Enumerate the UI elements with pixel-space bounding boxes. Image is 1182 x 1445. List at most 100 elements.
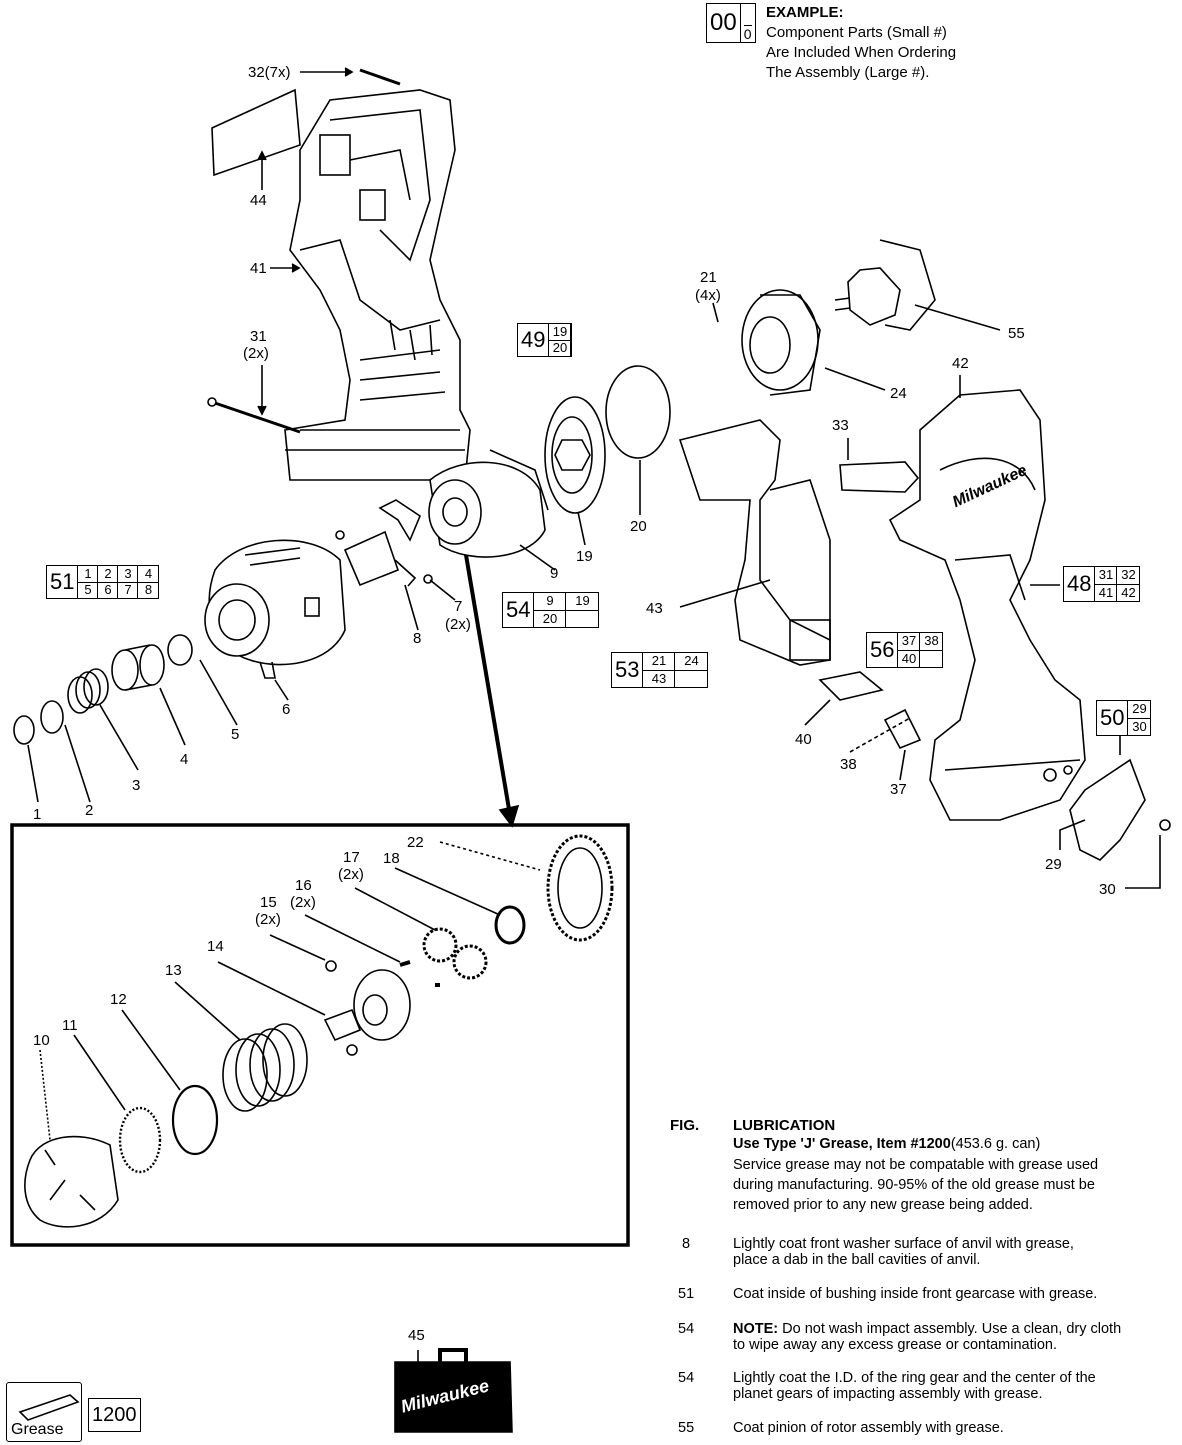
pin-16 (399, 960, 440, 987)
washer-12 (171, 1084, 219, 1156)
example-line-2: Are Included When Ordering (766, 44, 957, 61)
callout-3: 3 (132, 777, 141, 794)
example-component-number: 0 (743, 25, 752, 42)
belt-clip (1069, 758, 1146, 861)
assembly-54-number: 54 (503, 593, 535, 627)
hammer-10 (24, 1135, 119, 1228)
lube-use-type-line: Use Type 'J' Grease, Item #1200(453.6 g.… (733, 1136, 1040, 1153)
callout-10: 10 (33, 1032, 50, 1049)
label-sheet-part (211, 88, 301, 177)
assembly-51-part: 5 (78, 582, 99, 598)
assembly-56-number: 56 (867, 633, 899, 667)
ball-15 (325, 960, 337, 972)
example-title: EXAMPLE: (766, 4, 844, 21)
ball-bearings (118, 1106, 162, 1174)
assembly-54-part: 9 (534, 593, 567, 611)
grease-tube-icon (18, 1394, 80, 1421)
lube-note-fig: 51 (678, 1286, 695, 1302)
assembly-51-part: 6 (98, 582, 119, 598)
callout-44: 44 (250, 192, 267, 209)
assembly-51-part: 4 (138, 566, 159, 583)
callout-16-qty: (2x) (290, 894, 316, 911)
lube-note-text: Do not wash impact assembly. Use a clean… (778, 1321, 1122, 1337)
spring-3 (67, 668, 109, 714)
assembly-box-50: 50 29 30 (1096, 700, 1152, 736)
carrier-14 (323, 969, 411, 1042)
clip-screw (1159, 819, 1171, 831)
lube-note-fig: 54 (678, 1370, 695, 1386)
part-37 (883, 708, 922, 750)
callout-31: 31 (250, 328, 267, 345)
assembly-56-part: 37 (898, 633, 921, 651)
callout-7-qty: (2x) (445, 616, 471, 633)
front-gearcase (204, 539, 346, 679)
lube-note-fig: 8 (682, 1236, 691, 1252)
housing-half-right (888, 389, 1086, 821)
example-line-1: Component Parts (Small #) (766, 24, 947, 41)
callout-15-qty: (2x) (255, 911, 281, 928)
assembly-51-number: 51 (47, 566, 79, 598)
assembly-54-part (566, 611, 598, 628)
callout-17-qty: (2x) (338, 866, 364, 883)
callout-24: 24 (890, 385, 907, 402)
callout-22: 22 (407, 834, 424, 851)
assembly-56-part: 40 (898, 650, 921, 667)
assembly-53-part: 24 (675, 653, 708, 671)
callout-31-qty: (2x) (243, 345, 269, 362)
callout-33: 33 (832, 417, 849, 434)
assembly-box-53: 53 21 24 43 (611, 652, 709, 688)
assembly-53-part: 43 (643, 670, 676, 687)
lube-note-line: Lightly coat the I.D. of the ring gear a… (733, 1370, 1096, 1386)
assembly-box-54: 54 9 19 20 (502, 592, 600, 628)
screw-31 (211, 400, 301, 434)
assembly-54-part: 20 (534, 610, 567, 627)
switch-33 (839, 461, 920, 493)
sleeve-4 (111, 644, 165, 691)
assembly-53-part: 21 (643, 653, 676, 671)
assembly-56-part (920, 651, 942, 668)
callout-2: 2 (85, 802, 94, 819)
assembly-48-number: 48 (1064, 567, 1096, 601)
callout-14: 14 (207, 938, 224, 955)
callout-9: 9 (550, 565, 559, 582)
lube-note-fig: 55 (678, 1420, 695, 1436)
anvil (335, 499, 433, 587)
assembly-box-49: 49 19 20 (517, 323, 573, 357)
grease-label: Grease (11, 1421, 64, 1438)
washer-5 (167, 634, 193, 666)
lube-note-line: Coat pinion of rotor assembly with greas… (733, 1420, 1004, 1436)
lube-use-type: Use Type 'J' Grease, Item #1200 (733, 1136, 951, 1152)
assembly-48-part: 31 (1095, 567, 1118, 585)
assembly-51-part: 3 (118, 566, 139, 583)
assembly-54-part: 19 (566, 593, 599, 611)
callout-45: 45 (408, 1327, 425, 1344)
example-line-3: The Assembly (Large #). (766, 64, 930, 81)
assembly-50-part: 29 (1128, 701, 1151, 719)
lube-note-bold: NOTE: (733, 1321, 779, 1337)
assembly-box-56: 56 37 38 40 (866, 632, 944, 668)
bearing-18 (494, 905, 526, 945)
callout-21: 21 (700, 269, 717, 286)
detail-box (10, 823, 630, 1247)
callout-55: 55 (1008, 325, 1025, 342)
assembly-51-part: 7 (118, 582, 139, 598)
lube-intro-2: during manufacturing. 90-95% of the old … (733, 1177, 1095, 1193)
assembly-56-part: 38 (920, 633, 943, 651)
pcb-handle-insert (678, 419, 831, 666)
assembly-51-part: 2 (98, 566, 119, 583)
screw-32 (359, 68, 401, 86)
callout-1: 1 (33, 806, 42, 823)
callout-38: 38 (840, 756, 857, 773)
lube-use-type-size: (453.6 g. can) (950, 1136, 1041, 1152)
plate-40 (818, 671, 884, 701)
assembly-50-number: 50 (1097, 701, 1129, 735)
assembly-49-part: 19 (549, 324, 572, 341)
retaining-ring (13, 715, 35, 745)
callout-18: 18 (383, 850, 400, 867)
lube-fig-header: FIG. (670, 1117, 700, 1134)
callout-40: 40 (795, 731, 812, 748)
callout-13: 13 (165, 962, 182, 979)
motor-housing (741, 289, 821, 396)
housing-half-left (284, 89, 471, 481)
